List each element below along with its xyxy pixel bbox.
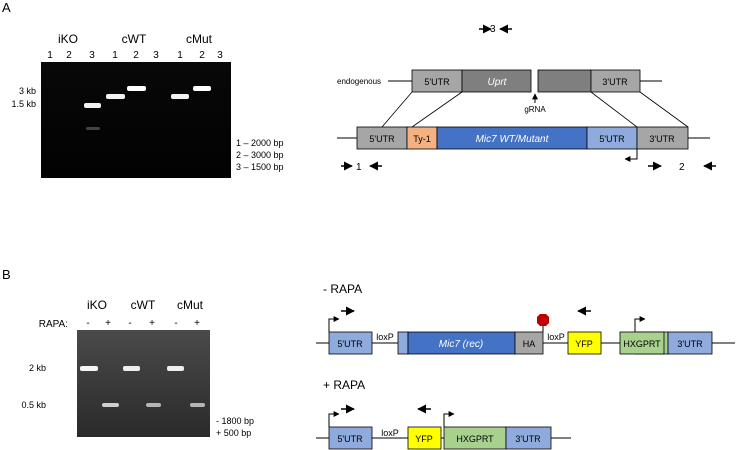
minus-linker-box bbox=[397, 331, 409, 355]
plus-yfp-label: YFP bbox=[415, 434, 433, 444]
gel-b-legend: - 1800 bp bbox=[216, 416, 254, 426]
gel-a-group-cwt: cWT bbox=[122, 32, 147, 46]
homology-line-left-inner bbox=[411, 91, 463, 128]
gel-b-band-0-5kb bbox=[102, 403, 119, 407]
minus-ha-box bbox=[514, 331, 544, 355]
gel-a-band bbox=[127, 86, 146, 91]
rapa-sign: + bbox=[105, 318, 111, 329]
panel-b-letter: B bbox=[2, 267, 11, 282]
gel-a-group-cmut: cMut bbox=[186, 32, 213, 46]
minus-promoter-arrow-2 bbox=[634, 316, 646, 332]
stop-codon-icon bbox=[537, 314, 549, 326]
panel-a-letter: A bbox=[2, 0, 11, 15]
plus-hxgprt-label: HXGPRT bbox=[456, 434, 494, 444]
primer-3-label: 3 bbox=[490, 24, 496, 35]
endogenous-3utr-box bbox=[590, 69, 641, 93]
gel-b-group-cmut: cMut bbox=[177, 298, 204, 312]
gel-a-lane-label: 1 bbox=[177, 50, 183, 61]
grna-label: gRNA bbox=[524, 105, 546, 114]
gel-b-group-iko: iKO bbox=[87, 298, 107, 312]
gel-a-legend: 3 – 1500 bp bbox=[236, 162, 284, 172]
minus-hxgprt-box bbox=[619, 331, 665, 355]
plus-promoter-arrow-2 bbox=[443, 411, 455, 427]
gel-b-band-2kb bbox=[80, 366, 98, 371]
rapa-label: RAPA: bbox=[39, 319, 68, 330]
gel-a-band bbox=[171, 94, 189, 99]
minus-3utr-label: 3'UTR bbox=[677, 339, 703, 349]
rapa-sign: - bbox=[128, 318, 131, 329]
gel-b-marker-0-5kb: 0.5 kb bbox=[21, 400, 46, 410]
homology-line-right-inner bbox=[590, 91, 638, 128]
gel-a-lane-label: 2 bbox=[199, 50, 205, 61]
gel-b-marker-2kb: 2 kb bbox=[29, 363, 46, 373]
homology-line-left-outer bbox=[381, 91, 413, 128]
gel-b-band-0-5kb bbox=[146, 403, 161, 407]
rapa-sign: + bbox=[194, 318, 200, 329]
plus-5utr-label: 5'UTR bbox=[337, 434, 363, 444]
gel-b-band-2kb bbox=[167, 366, 184, 371]
construct-5utr-2-label: 5'UTR bbox=[599, 134, 625, 144]
gel-a-band bbox=[84, 103, 101, 108]
homology-line-right-outer bbox=[639, 91, 689, 128]
construct-3utr-label: 3'UTR bbox=[649, 134, 675, 144]
gel-a-lane-label: 3 bbox=[217, 50, 223, 61]
plus-3utr-box bbox=[505, 426, 552, 450]
endogenous-5utr-label: 5'UTR bbox=[424, 77, 450, 87]
uprt-box-right bbox=[537, 69, 592, 93]
construct-3utr-box bbox=[636, 126, 689, 150]
endogenous-label: endogenous bbox=[337, 77, 381, 86]
minus-loxp1-label: loxP bbox=[376, 332, 394, 342]
gel-b-legend: + 500 bp bbox=[216, 428, 251, 438]
gel-a-lane-label: 2 bbox=[66, 50, 72, 61]
minus-5utr-label: 5'UTR bbox=[337, 339, 363, 349]
gel-a-legend: 2 – 3000 bp bbox=[236, 150, 284, 160]
gel-b-band-0-5kb bbox=[190, 403, 205, 407]
gel-a-lane-label: 1 bbox=[47, 50, 53, 61]
minus-hxgprt-label: HXGPRT bbox=[623, 339, 661, 349]
plus-promoter-arrow-1 bbox=[328, 411, 340, 427]
uprt-label: Uprt bbox=[488, 77, 508, 88]
plus-loxp-label: loxP bbox=[381, 428, 399, 438]
gel-a-group-ikO: iKO bbox=[58, 32, 78, 46]
gel-a-lane-label: 3 bbox=[89, 50, 95, 61]
construct-5utr-label: 5'UTR bbox=[369, 134, 395, 144]
promoter-arrow bbox=[624, 149, 638, 162]
rapa-sign: + bbox=[149, 318, 155, 329]
minus-5utr-box bbox=[328, 331, 373, 355]
gel-a-band bbox=[106, 94, 125, 99]
minus-mic7-label: Mic7 (rec) bbox=[439, 339, 483, 350]
gel-a-lane-label: 1 bbox=[112, 50, 118, 61]
primer-1-label: 1 bbox=[356, 162, 362, 173]
ty1-label: Ty-1 bbox=[413, 134, 431, 144]
minus-yfp-label: YFP bbox=[575, 339, 593, 349]
gel-a-image bbox=[41, 62, 231, 178]
gel-a-lane-label: 2 bbox=[133, 50, 139, 61]
rapa-sign: - bbox=[86, 318, 89, 329]
minus-loxp2-label: loxP bbox=[547, 332, 565, 342]
endogenous-3utr-label: 3'UTR bbox=[602, 77, 628, 87]
minus-rapa-title: - RAPA bbox=[323, 282, 362, 296]
mic7-label: Mic7 WT/Mutant bbox=[476, 134, 550, 145]
gel-a-band bbox=[193, 86, 211, 91]
rapa-sign: - bbox=[174, 318, 177, 329]
gel-b-group-cwt: cWT bbox=[131, 298, 156, 312]
gel-a-marker-1-5kb: 1.5 kb bbox=[11, 99, 36, 109]
plus-yfp-box bbox=[407, 426, 442, 450]
gel-b-image bbox=[77, 330, 210, 437]
primer-2-label: 2 bbox=[679, 162, 685, 173]
plus-3utr-label: 3'UTR bbox=[515, 434, 541, 444]
uprt-box-left bbox=[461, 69, 532, 93]
gel-a-legend: 1 – 2000 bp bbox=[236, 138, 284, 148]
minus-ha-label: HA bbox=[523, 339, 536, 349]
plus-rapa-title: + RAPA bbox=[323, 378, 365, 392]
minus-promoter-arrow-1 bbox=[328, 316, 340, 332]
gel-a-faint-band bbox=[86, 127, 100, 130]
gel-a-lane-label: 3 bbox=[153, 50, 159, 61]
minus-3utr-box bbox=[667, 331, 713, 355]
gel-a-marker-3kb: 3 kb bbox=[19, 86, 36, 96]
plus-5utr-box bbox=[328, 426, 373, 450]
gel-b-band-2kb bbox=[123, 366, 140, 371]
